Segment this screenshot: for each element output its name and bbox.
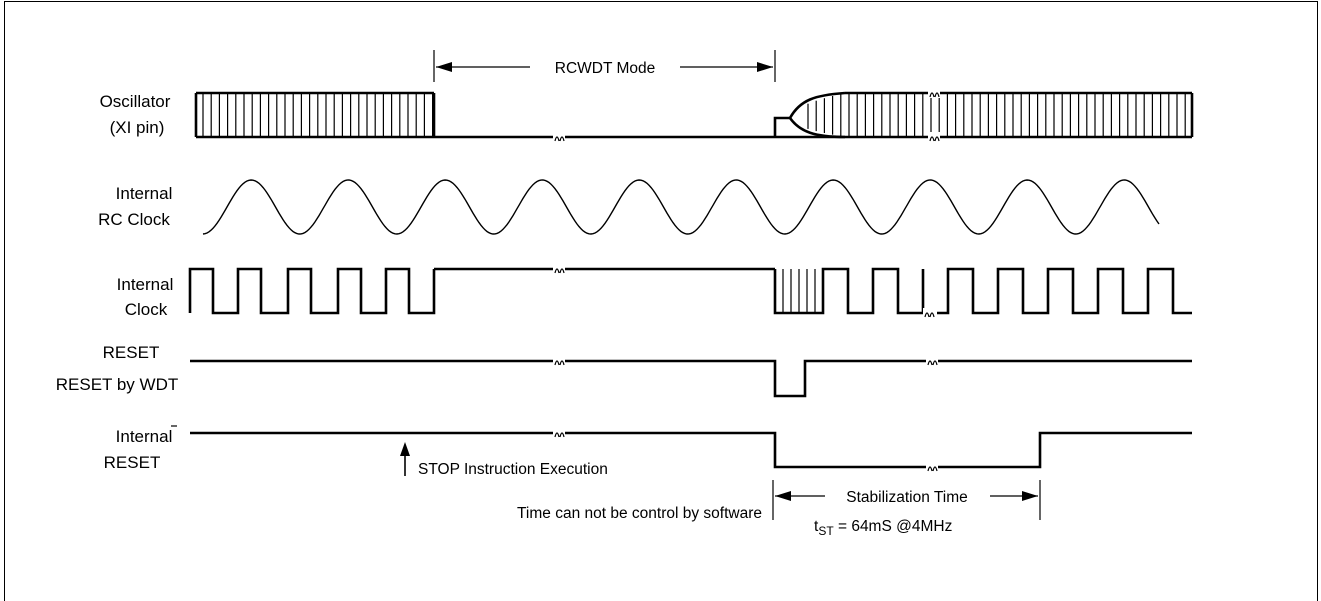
- internal-clock-label-line1: Internal: [117, 275, 174, 294]
- internal-reset-label-line2: RESET: [104, 453, 161, 472]
- stop-instruction-marker: STOP Instruction Execution: [400, 442, 608, 478]
- rc-clock-label-line1: Internal: [116, 184, 173, 203]
- reset-label: RESET: [103, 343, 160, 362]
- internal-clock-label-line2: Clock: [125, 300, 168, 319]
- rcwdt-mode-text: RCWDT Mode: [555, 60, 655, 77]
- tst-formula: tST = 64mS @4MHz: [814, 518, 952, 538]
- time-note-text: Time can not be control by software: [517, 505, 762, 522]
- reset-waveform: [190, 356, 1192, 398]
- internal-clock-waveform: [188, 264, 1192, 318]
- oscillator-label-line1: Oscillator: [100, 92, 171, 111]
- internal-reset-label-line1: Internal: [116, 427, 173, 446]
- rc-clock-label-line2: RC Clock: [98, 210, 170, 229]
- stabilization-span: Stabilization Time: [772, 480, 1041, 520]
- oscillator-break-mark: [553, 88, 940, 142]
- rc-clock-waveform: [202, 179, 1160, 235]
- up-arrow-icon: [400, 442, 410, 456]
- oscillator-label-line2: (XI pin): [110, 118, 165, 137]
- internal-reset-waveform: [190, 428, 1192, 472]
- oscillator-waveform: [194, 88, 1194, 142]
- stop-instruction-text: STOP Instruction Execution: [418, 461, 608, 478]
- diagram-frame: [4, 1, 1318, 601]
- rcwdt-mode-span: RCWDT Mode: [433, 50, 776, 82]
- stabilization-time-text: Stabilization Time: [846, 489, 967, 506]
- reset-by-wdt-label: RESET by WDT: [56, 375, 178, 394]
